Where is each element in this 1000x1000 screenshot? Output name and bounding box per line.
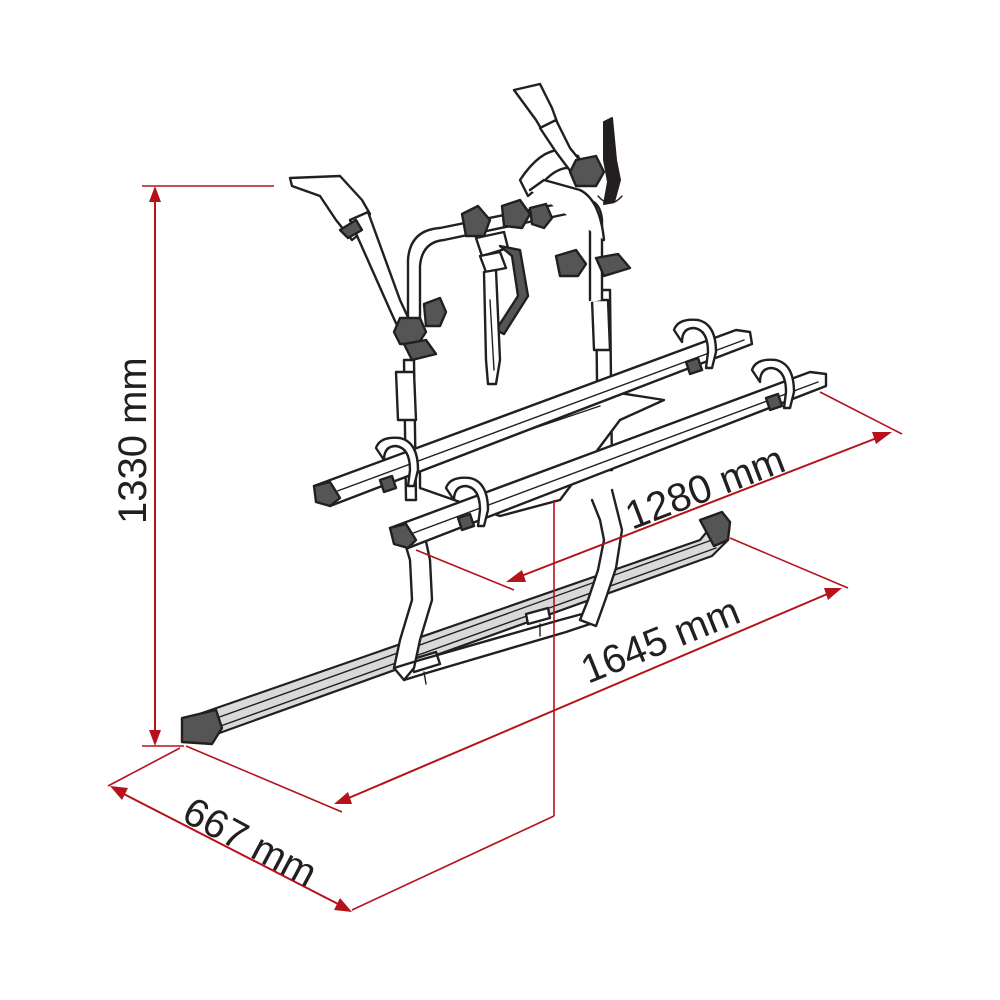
- arrow-head: [334, 898, 352, 912]
- arrow-head: [149, 730, 161, 746]
- arrow-head: [334, 792, 352, 804]
- bike-rack-illustration: [180, 82, 828, 746]
- height-dimension-label: 1330 mm: [111, 357, 155, 524]
- dimension-depth: 667 mm: [107, 500, 555, 912]
- arrow-head: [506, 570, 526, 582]
- wheel-rail-front: [388, 358, 828, 550]
- arrow-head: [872, 432, 892, 444]
- arrow-head: [824, 588, 842, 600]
- dimension-height: 1330 mm: [111, 185, 274, 747]
- wheel-rail-back: [312, 318, 754, 508]
- base-rail: [180, 510, 732, 746]
- right-upper-arm: [512, 82, 623, 205]
- bike-holders: [460, 198, 632, 386]
- arrow-head: [149, 186, 161, 202]
- arrow-head: [110, 786, 128, 800]
- lower-support-frame: [392, 488, 624, 682]
- depth-dimension-label: 667 mm: [176, 789, 324, 896]
- left-upper-arm: [288, 174, 448, 362]
